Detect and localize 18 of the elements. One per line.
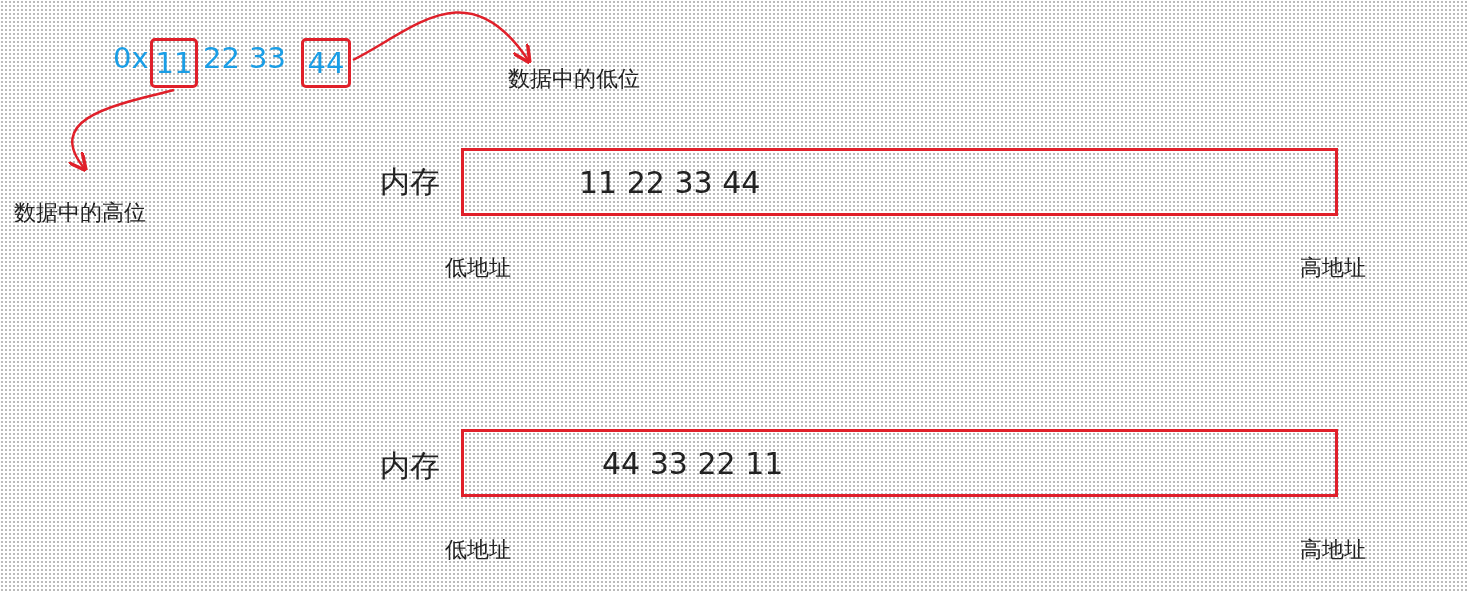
- annotation-text: 数据中的高位: [14, 198, 146, 228]
- hex-digits: 22 33: [203, 40, 287, 76]
- address-label: 低地址: [445, 536, 511, 564]
- address-label: 低地址: [445, 254, 511, 282]
- address-label: 高地址: [1300, 254, 1366, 282]
- memory-box: [461, 429, 1338, 497]
- memory-label: 内存: [380, 447, 440, 485]
- memory-box: [461, 148, 1338, 216]
- hex-prefix: 0x: [113, 40, 149, 76]
- annotation-text: 数据中的低位: [508, 64, 640, 94]
- curved-arrow: [67, 88, 175, 173]
- highlight-box: 44: [301, 38, 351, 88]
- address-label: 高地址: [1300, 536, 1366, 564]
- memory-bytes: 44 33 22 11: [602, 446, 784, 481]
- highlight-box: 11: [150, 38, 198, 88]
- memory-bytes: 11 22 33 44: [579, 165, 761, 200]
- curved-arrow: [352, 11, 532, 65]
- memory-label: 内存: [380, 163, 440, 201]
